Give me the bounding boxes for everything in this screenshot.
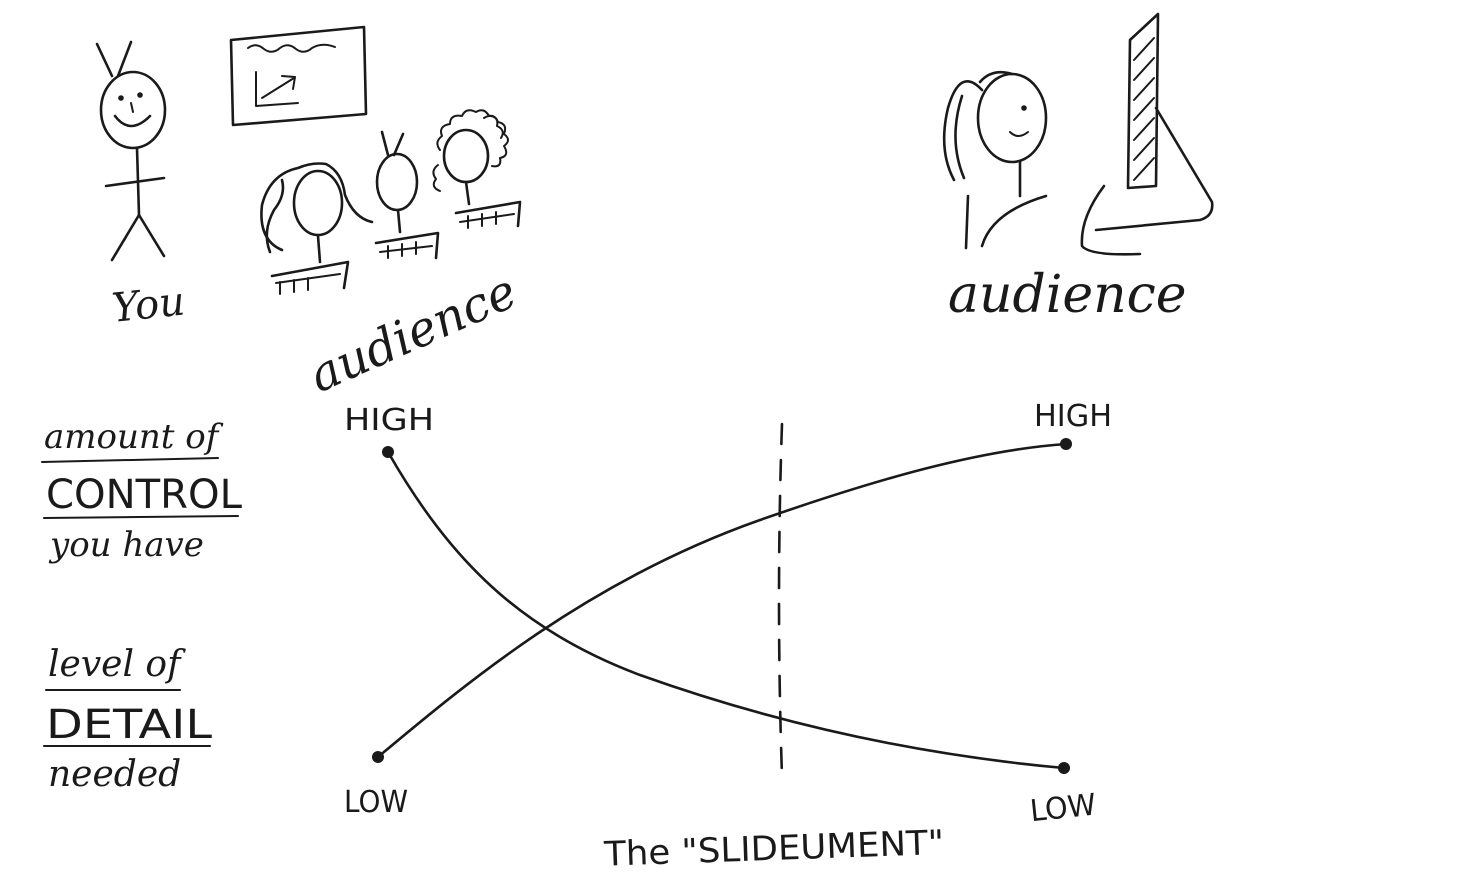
- detail-curve-start-point: [372, 751, 384, 763]
- detail-legend-line3: needed: [48, 754, 181, 795]
- control-legend-line3: you have: [48, 525, 204, 565]
- presenter-stick-figure: [95, 40, 167, 262]
- control-legend-line2: CONTROL: [46, 472, 243, 518]
- control-curve: [386, 450, 1066, 770]
- audience-group: [260, 109, 522, 295]
- right-low-label: LOW: [1028, 788, 1097, 830]
- control-legend-line1: amount of: [44, 417, 224, 457]
- detail-curve-end-point: [1060, 438, 1072, 450]
- left-high-label: HIGH: [344, 403, 434, 438]
- control-curve-end-point: [1058, 762, 1070, 774]
- detail-legend-line1: level of: [48, 644, 186, 685]
- detail-curve: [376, 442, 1068, 759]
- reader-figure: [942, 70, 1048, 250]
- presentation-screen: [229, 25, 368, 127]
- monitor-icon: [1080, 12, 1214, 256]
- control-legend: amount of CONTROL you have: [41, 417, 243, 565]
- right-high-label: HIGH: [1034, 399, 1112, 434]
- left-audience-label: audience: [301, 263, 525, 404]
- detail-legend: level of DETAIL needed: [43, 644, 213, 795]
- crossing-curves-graph: HIGH LOW HIGH LOW The "SLIDEUMENT": [344, 399, 1112, 875]
- slideument-caption: The "SLIDEUMENT": [602, 823, 944, 875]
- left-low-label: LOW: [344, 785, 408, 820]
- control-curve-start-point: [382, 446, 394, 458]
- right-audience-label: audience: [948, 265, 1187, 325]
- detail-legend-line2: DETAIL: [46, 702, 213, 748]
- slideument-divider: [777, 422, 784, 778]
- presenter-label: You: [110, 278, 187, 331]
